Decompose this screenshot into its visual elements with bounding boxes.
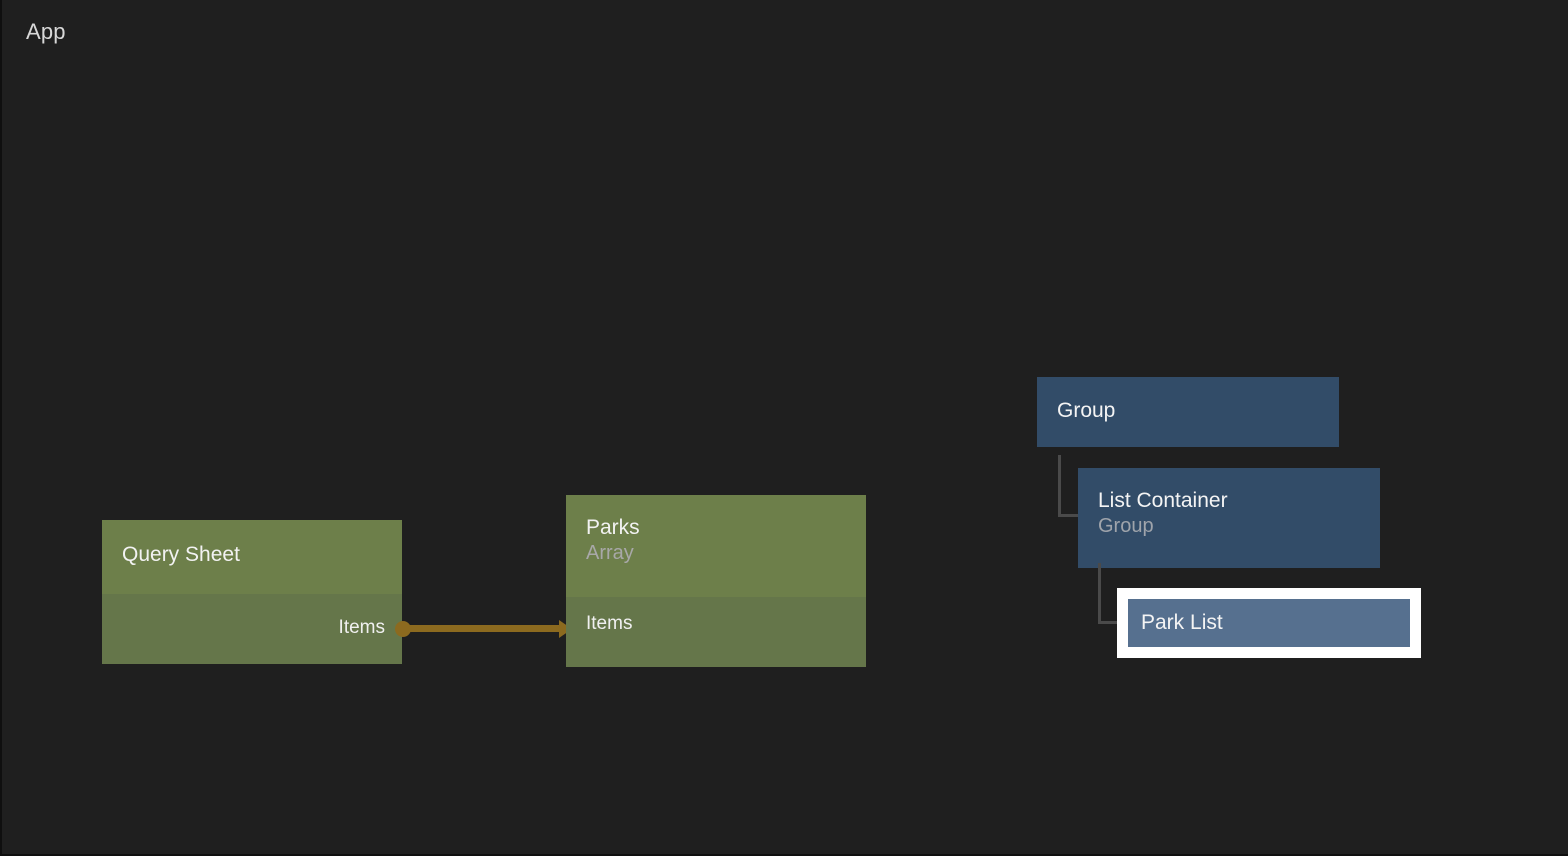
node-group[interactable]: Group (1037, 377, 1339, 447)
node-query-sheet[interactable]: Query Sheet Items (102, 520, 402, 664)
node-parks-type: Array (586, 542, 634, 564)
node-park-list-fill[interactable] (1128, 599, 1410, 647)
tree-connector-horizontal (1058, 514, 1080, 517)
node-parks-title: Parks (586, 516, 640, 539)
tree-connector-horizontal (1098, 621, 1120, 624)
node-group-title: Group (1057, 399, 1116, 422)
node-park-list-title: Park List (1141, 611, 1223, 634)
tree-connector-vertical (1058, 455, 1061, 517)
page-title: App (26, 19, 66, 44)
node-list-container[interactable]: List Container Group (1078, 468, 1380, 568)
node-parks-body[interactable] (566, 597, 866, 667)
node-parks-header[interactable]: Parks Array (566, 495, 866, 597)
port-parks-items[interactable]: Items (586, 613, 633, 634)
node-query-sheet-header[interactable]: Query Sheet (102, 520, 402, 594)
node-query-sheet-body[interactable] (102, 594, 402, 664)
edge-connector-line (403, 625, 563, 632)
tree-connector-group-to-list-container (1058, 455, 1080, 517)
node-parks[interactable]: Parks Array Items (566, 495, 866, 667)
node-list-container-title: List Container (1098, 489, 1228, 512)
tree-connector-vertical (1098, 563, 1101, 624)
port-query-sheet-items[interactable]: Items (338, 617, 385, 638)
node-park-list[interactable]: Park List (1117, 588, 1421, 658)
tree-connector-list-container-to-park-list (1098, 563, 1120, 624)
node-query-sheet-title: Query Sheet (122, 543, 240, 566)
node-list-container-type: Group (1098, 515, 1154, 537)
